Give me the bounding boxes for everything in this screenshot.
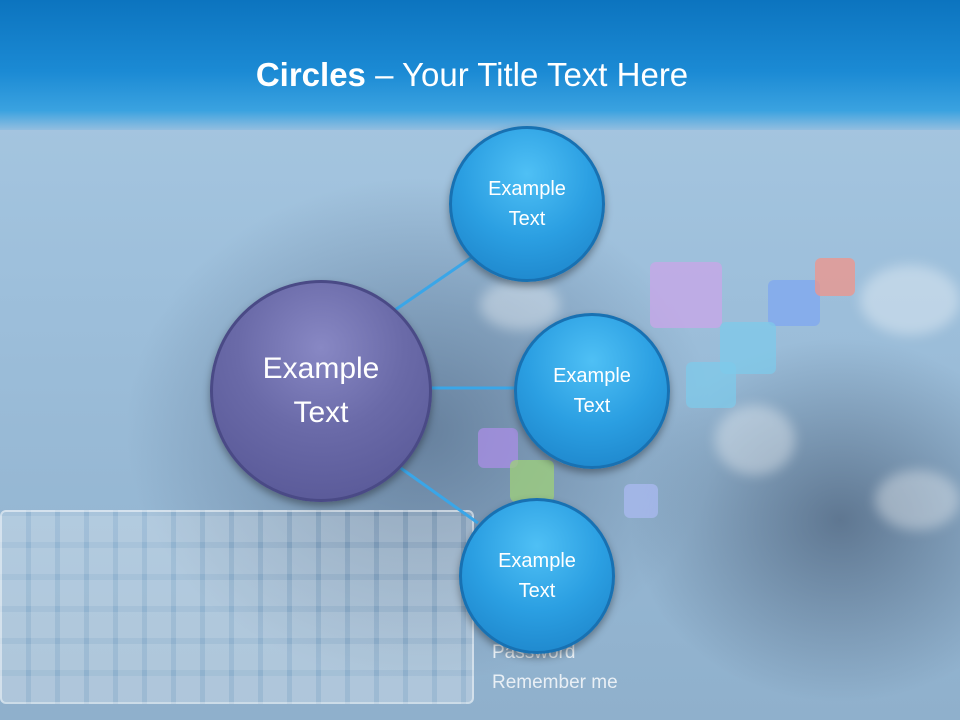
satellite-bottom-line2: Text xyxy=(518,580,556,602)
satellite-circle-middle: Example Text xyxy=(514,313,670,469)
connector-line-bottom xyxy=(394,462,479,525)
app-music-icon xyxy=(815,258,855,296)
title-banner xyxy=(0,0,960,130)
cloud-graphic xyxy=(875,470,960,530)
background-remember-text: Remember me xyxy=(492,672,618,693)
satellite-top-line1: Example xyxy=(488,178,566,200)
cloud-graphic xyxy=(715,405,795,475)
cloud-graphic xyxy=(860,265,960,335)
app-globe-icon xyxy=(650,262,722,328)
app-like-icon xyxy=(686,362,736,408)
satellite-circle-top: Example Text xyxy=(449,126,605,282)
cloud-graphic xyxy=(480,280,560,330)
app-video-icon xyxy=(768,280,820,326)
app-rss-icon xyxy=(510,460,554,502)
center-circle-line2: Text xyxy=(293,396,349,429)
virtual-keyboard-graphic xyxy=(0,510,474,704)
satellite-bottom-line1: Example xyxy=(498,550,576,572)
slide-title: Circles – Your Title Text Here xyxy=(0,52,944,98)
app-contacts-icon xyxy=(624,484,658,518)
center-circle-line1: Example xyxy=(262,352,380,385)
center-circle: Example Text xyxy=(210,280,432,502)
satellite-top-line2: Text xyxy=(508,208,546,230)
satellite-circle-bottom: Example Text xyxy=(459,498,615,654)
satellite-middle-line2: Text xyxy=(573,395,611,417)
connector-line-top xyxy=(394,253,476,312)
slide-title-bold: Circles xyxy=(255,56,366,93)
slide-title-rest: – Your Title Text Here xyxy=(365,56,689,93)
satellite-middle-line1: Example xyxy=(553,365,631,387)
